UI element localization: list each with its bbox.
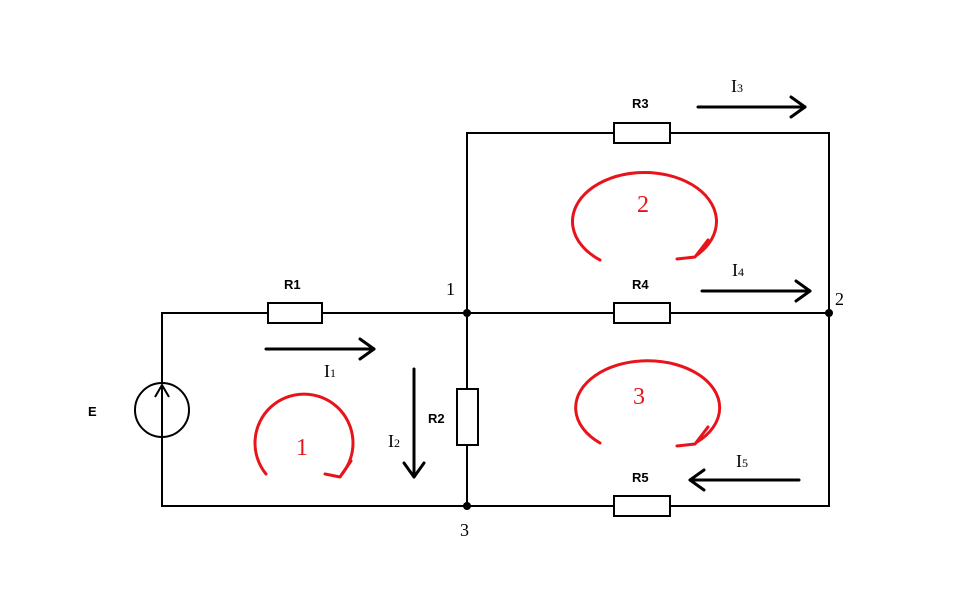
- loop-arrow-2-icon: [571, 170, 718, 262]
- resistor-r5: [613, 495, 671, 517]
- resistor-r1: [267, 302, 323, 324]
- current-label-i4: I4: [732, 260, 744, 280]
- resistor-r5-label: R5: [632, 470, 649, 485]
- current-label-i3: I3: [731, 76, 743, 96]
- current-label-i1: I1: [324, 361, 336, 381]
- loop-number-1: 1: [296, 435, 308, 461]
- current-arrow-i1: [264, 337, 376, 361]
- current-label-i2: I2: [388, 431, 400, 451]
- wire-top-branch: [466, 132, 614, 313]
- loop-arrow-3-icon: [574, 359, 722, 448]
- current-label-i5: I5: [736, 451, 748, 471]
- loop-number-2: 2: [637, 192, 649, 218]
- current-arrow-i4: [700, 279, 812, 303]
- node-label-1: 1: [446, 279, 455, 299]
- node-dot-1: [463, 309, 471, 317]
- source-arrow-head-icon: [154, 383, 170, 398]
- current-arrow-i2: [402, 367, 426, 479]
- node-dot-3: [463, 502, 471, 510]
- loop-arrow-1-icon: [253, 392, 355, 479]
- node-dot-2: [825, 309, 833, 317]
- current-arrow-i5: [688, 468, 801, 492]
- resistor-r4: [613, 302, 671, 324]
- voltage-source: [134, 382, 190, 438]
- current-arrow-i3: [696, 95, 807, 119]
- loop-number-3: 3: [633, 384, 645, 410]
- node-label-3: 3: [460, 520, 469, 540]
- resistor-r2: [456, 388, 479, 446]
- resistor-r2-label: R2: [428, 411, 445, 426]
- wire-left-loop: [161, 312, 467, 507]
- resistor-r3: [613, 122, 671, 144]
- resistor-r4-label: R4: [632, 277, 649, 292]
- wire-r3-to-right: [670, 132, 830, 507]
- source-label: E: [88, 404, 97, 419]
- wires: [161, 132, 830, 507]
- resistor-r3-label: R3: [632, 96, 649, 111]
- resistor-r1-label: R1: [284, 277, 301, 292]
- node-label-2: 2: [835, 289, 844, 309]
